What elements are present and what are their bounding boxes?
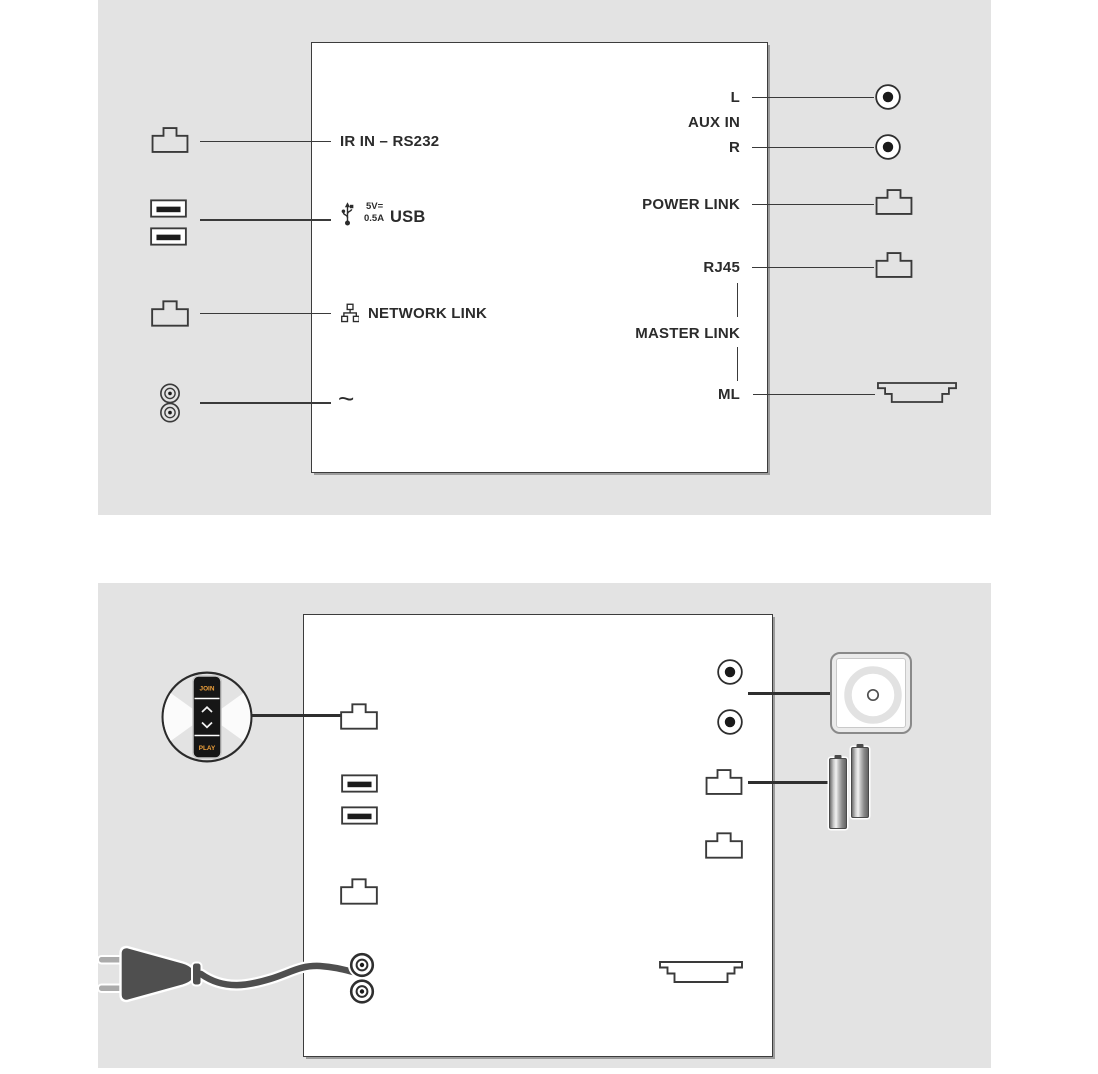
master-link-plug-icon: [877, 382, 957, 403]
connector-line: [252, 714, 341, 717]
remote-play-label: PLAY: [199, 745, 216, 752]
top-diagram-panel: [98, 0, 991, 515]
mains-tilde-label: ~: [338, 383, 355, 414]
down-chevron-icon: [201, 721, 213, 729]
aa-battery-icon: [829, 758, 847, 829]
aa-battery-icon: [851, 747, 869, 818]
rca-jack-icon: [874, 133, 902, 161]
power-cable: [197, 962, 359, 989]
wall-control-icon: [830, 652, 912, 734]
master-link-label: MASTER LINK: [635, 324, 740, 342]
rj45-socket-icon: [875, 252, 913, 278]
mains-plug-icon: [97, 945, 361, 1003]
aux-right-label: R: [728, 138, 740, 156]
connector-line: [200, 140, 331, 142]
connector-line: [748, 691, 830, 695]
aux-left-label: L: [730, 88, 740, 106]
ml-label: ML: [717, 385, 740, 403]
usb-port-icon: [150, 199, 187, 218]
remote-control-icon: JOIN PLAY: [161, 671, 253, 763]
up-chevron-icon: [201, 706, 213, 713]
ir-in-rs232-label: IR IN – RS232: [340, 133, 440, 150]
network-nodes-icon: [341, 303, 359, 323]
connector-line: [752, 96, 874, 98]
connector-line: [200, 402, 331, 404]
figure8-power-icon: [347, 950, 377, 1008]
rj45-socket-icon: [151, 300, 189, 327]
bottom-device-back-panel: [303, 614, 773, 1057]
rj45-socket-icon: [705, 769, 743, 795]
figure8-power-icon: [159, 382, 181, 424]
rj45-socket-icon: [340, 703, 378, 730]
usb-port-icon: [341, 774, 378, 793]
connector-line: [748, 780, 828, 784]
connector-line: [753, 393, 875, 395]
rj45-socket-icon: [151, 127, 189, 153]
usb-port-icon: [341, 806, 378, 825]
usb-trident-icon: [341, 201, 354, 227]
rj45-socket-icon: [340, 877, 378, 906]
remote-join-label: JOIN: [200, 686, 215, 693]
network-link-label: NETWORK LINK: [368, 305, 488, 322]
top-device-back-panel: [311, 42, 768, 473]
usb-current-label: 0.5A: [364, 213, 385, 224]
plug-body: [119, 945, 197, 1003]
rj45-socket-icon: [875, 189, 913, 215]
usb-label: USB: [390, 208, 426, 226]
connector-line: [736, 347, 738, 381]
usb-voltage-label: 5V=: [366, 201, 384, 212]
power-link-label: POWER LINK: [642, 195, 740, 213]
connector-line: [752, 203, 874, 205]
connector-line: [200, 219, 331, 221]
connector-line: [200, 312, 331, 314]
connector-line: [752, 146, 874, 148]
master-link-plug-icon: [659, 961, 743, 983]
usb-port-icon: [150, 227, 187, 246]
rca-jack-icon: [716, 708, 744, 736]
connector-line: [752, 266, 874, 268]
wall-control-face: [836, 658, 906, 728]
rj45-label: RJ45: [703, 258, 740, 276]
connector-line: [736, 283, 738, 317]
rca-jack-icon: [716, 658, 744, 686]
rca-jack-icon: [874, 83, 902, 111]
wall-control-ring: [844, 666, 902, 724]
rj45-socket-icon: [705, 831, 743, 860]
aux-in-label: AUX IN: [687, 113, 740, 131]
